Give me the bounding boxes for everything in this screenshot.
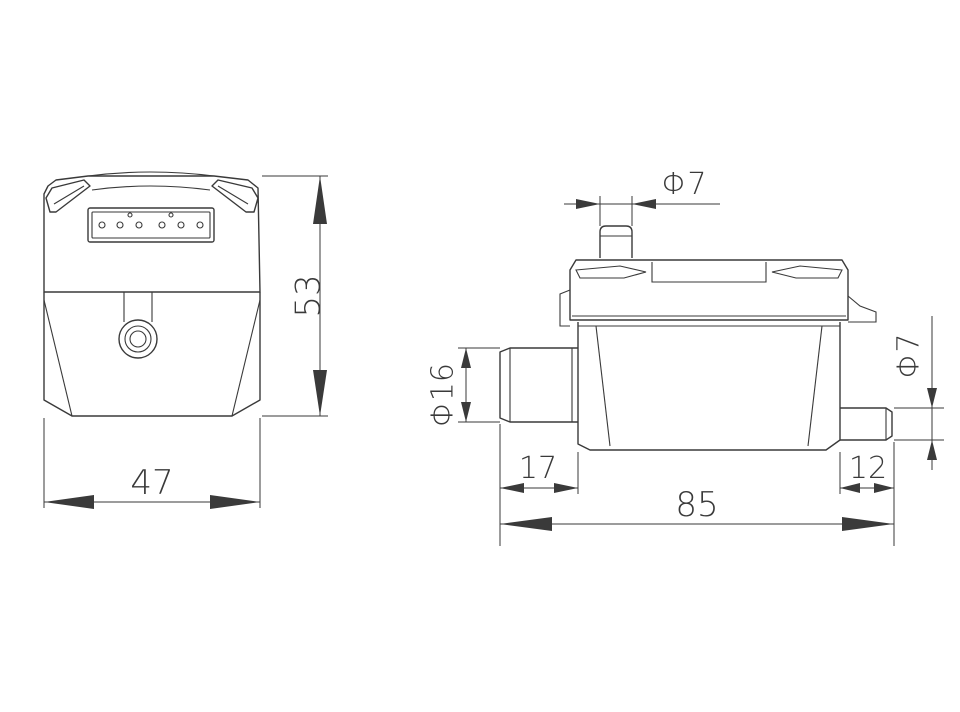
connector-pin [177, 221, 185, 229]
front-lower-body [43, 292, 261, 417]
front-connector-box [87, 207, 215, 243]
front-outlet-ring-inner [129, 330, 147, 348]
side-outlet-diameter-dimension: Φ7 [892, 316, 944, 470]
front-height-dimension: 53 [262, 175, 329, 417]
side-lid-right-tab [847, 295, 877, 323]
front-upper-housing [43, 175, 261, 293]
side-inlet-length-label: 17 [519, 451, 557, 486]
connector-pin [127, 212, 133, 218]
front-width-label: 47 [130, 463, 173, 503]
connector-pin [158, 221, 166, 229]
connector-pin [168, 212, 174, 218]
front-connector-pins [98, 212, 204, 229]
connector-pin [98, 221, 106, 229]
front-lower-body-left-edge [43, 299, 73, 417]
side-top-nozzle-label: Φ7 [662, 167, 707, 202]
side-inlet-diameter-dimension: Φ16 [426, 347, 500, 427]
side-inlet-diameter-label: Φ16 [426, 363, 461, 427]
front-right-latch [211, 179, 259, 213]
connector-pin [196, 221, 204, 229]
front-lid-curve [87, 171, 215, 177]
side-top-nozzle [599, 225, 633, 258]
side-outlet-length-label: 12 [849, 451, 887, 486]
side-outlet-length-dimension: 12 [839, 442, 895, 546]
side-view: Φ7 Φ16 Φ7 17 [426, 167, 944, 546]
front-connector-inner [91, 211, 211, 239]
side-outlet-pipe [840, 407, 893, 441]
front-outlet-ring-mid [124, 325, 152, 353]
side-body [577, 322, 841, 451]
side-outlet-diameter-label: Φ7 [892, 334, 927, 379]
side-lid-top-panel [651, 262, 767, 283]
connector-pin [135, 221, 143, 229]
front-outlet-ring-outer [118, 319, 158, 359]
side-overall-length-label: 85 [675, 485, 718, 525]
side-lid-left-tab [559, 289, 571, 327]
side-top-nozzle-dimension: Φ7 [564, 167, 720, 226]
side-lid-right-latch [771, 265, 843, 279]
side-inlet-pipe [499, 347, 578, 423]
connector-pin [116, 221, 124, 229]
front-lid-curve-inner [91, 185, 211, 191]
front-left-latch-inner [53, 185, 85, 205]
side-body-left-edge [595, 325, 611, 447]
front-height-label: 53 [289, 274, 329, 317]
front-width-dimension: 47 [43, 418, 261, 509]
front-outlet-stub [123, 292, 153, 322]
side-body-right-edge [807, 325, 823, 447]
front-view: 47 53 [43, 171, 329, 509]
front-lower-body-right-edge [231, 299, 261, 417]
front-right-latch-inner [217, 185, 249, 205]
front-left-latch [45, 179, 91, 213]
side-lid [569, 259, 849, 321]
side-overall-length-dimension: 85 [500, 485, 894, 531]
side-lid-left-latch [575, 265, 647, 279]
side-inlet-length-dimension: 17 [499, 424, 579, 546]
